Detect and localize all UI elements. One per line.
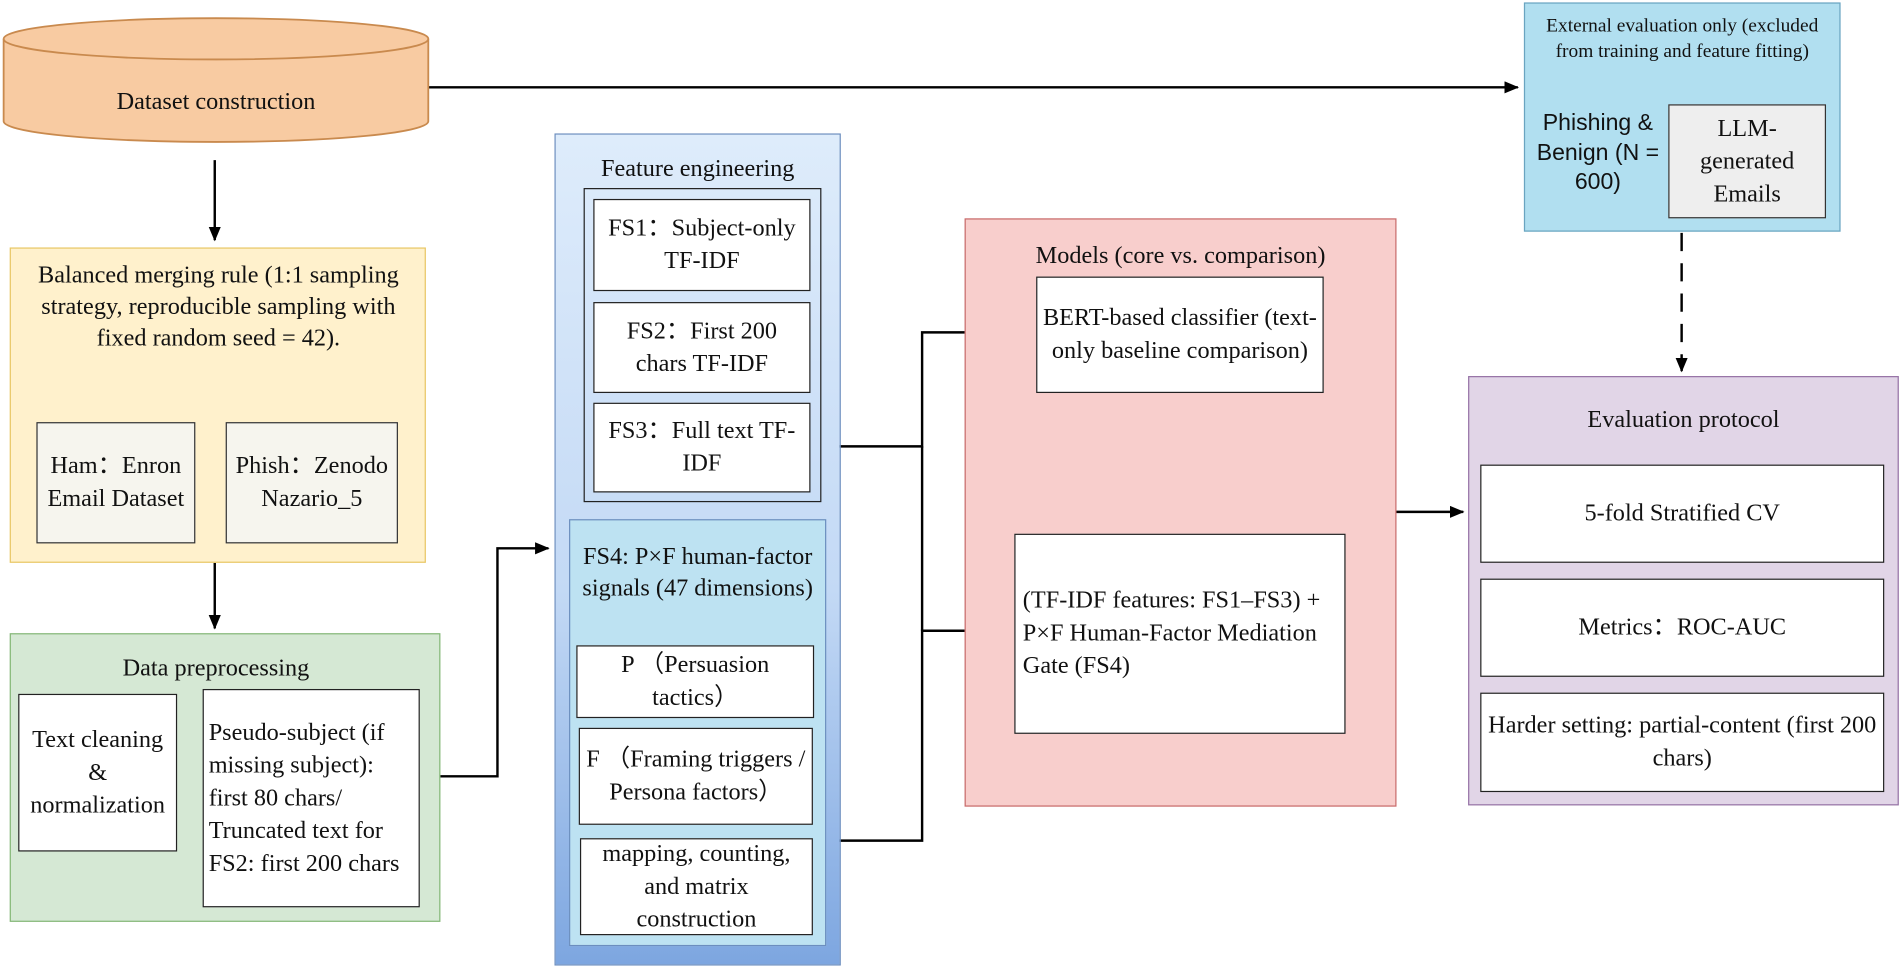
fs3-box: FS3：Full text TF-IDF (593, 402, 811, 493)
database-cylinder-icon (2, 17, 430, 143)
stratified-cv-box: 5-fold Stratified CV (1480, 464, 1885, 563)
pseudo-subject-box: Pseudo-subject (if missing subject): fir… (202, 688, 420, 908)
phishing-benign-label: Phishing & Benign (N = 600) (1536, 110, 1660, 196)
fs4-title: FS4: P×F human-factor signals (47 dimens… (582, 543, 813, 602)
data-preprocessing-title: Data preprocessing (122, 655, 310, 682)
dataset-construction-node: Dataset construction (2, 17, 430, 143)
fs2-box: FS2：First 200 chars TF-IDF (593, 302, 811, 394)
text-cleaning-box: Text cleaning & normalization (18, 693, 178, 852)
dataset-construction-label: Dataset construction (116, 87, 316, 115)
external-evaluation-title: External evaluation only (excluded from … (1546, 15, 1819, 62)
llm-generated-emails-box: LLM-generated Emails (1668, 104, 1827, 219)
arrow-preprocessing-to-features (439, 542, 550, 778)
bert-classifier-box: BERT-based classifier (text-only baselin… (1036, 276, 1324, 394)
phish-source-box: Phish：Zenodo Nazario_5 (225, 422, 398, 544)
fs4-mapping-box: mapping, counting, and matrix constructi… (579, 838, 813, 936)
evaluation-protocol-title: Evaluation protocol (1587, 406, 1780, 434)
tfidf-feature-group (583, 188, 822, 503)
models-title: Models (core vs. comparison) (1035, 242, 1326, 270)
harder-setting-box: Harder setting: partial-content (first 2… (1480, 692, 1885, 793)
ham-source-box: Ham：Enron Email Dataset (36, 422, 196, 544)
fs1-box: FS1：Subject-only TF-IDF (593, 198, 811, 292)
feature-engineering-title: Feature engineering (600, 155, 795, 182)
balanced-merging-title: Balanced merging rule (1:1 sampling stra… (38, 262, 399, 352)
fs4-f-box: F （Framing triggers / Persona factors） (578, 727, 813, 825)
fs4-p-box: P （Persuasion tactics） (576, 645, 815, 719)
metrics-box: Metrics：ROC-AUC (1480, 578, 1885, 677)
tfidf-gate-model-box: (TF-IDF features: FS1–FS3) + P×F Human-F… (1014, 533, 1346, 734)
